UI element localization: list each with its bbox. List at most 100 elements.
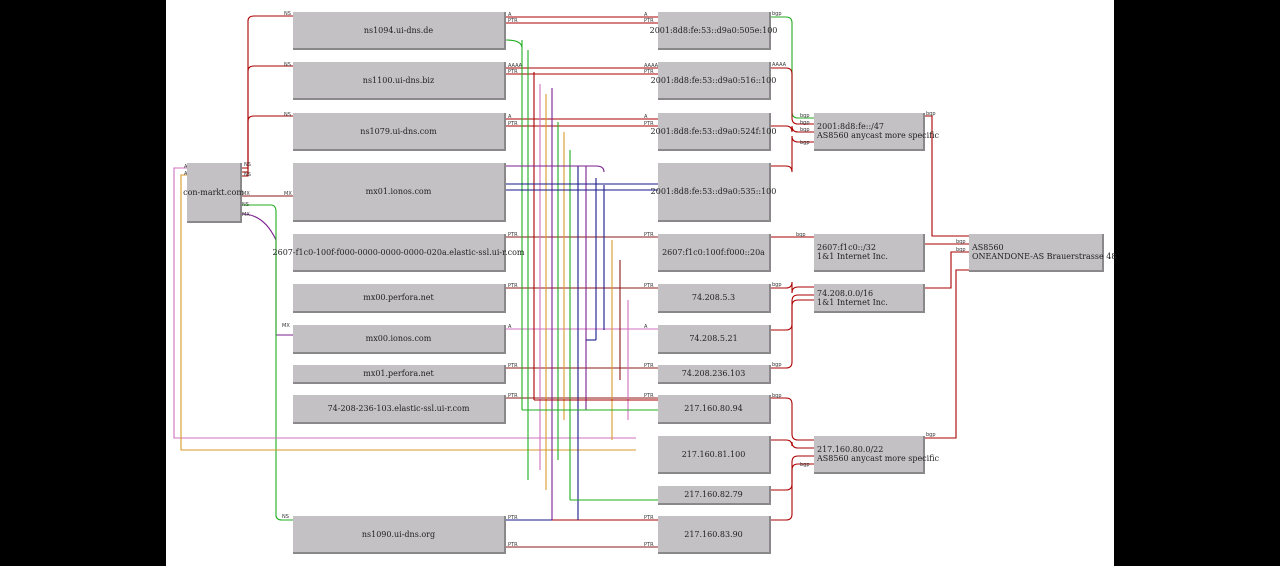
- bgp-edge: [771, 67, 814, 125]
- edge-label: NS: [284, 112, 291, 118]
- edge-label: A: [508, 12, 512, 18]
- nameserver-label: ns1090.ui-dns.org: [361, 529, 436, 539]
- mailserver-node[interactable]: mx00.ionos.com: [293, 325, 506, 354]
- nameserver-label: ns1100.ui-dns.biz: [362, 75, 435, 85]
- ns-edge: [242, 65, 293, 173]
- bgp-edge: [771, 397, 814, 441]
- bgp-edge: [771, 16, 814, 119]
- mx-edge: [241, 213, 293, 336]
- mailserver-node[interactable]: mx01.ionos.com: [293, 163, 506, 222]
- nameserver-node[interactable]: ns1100.ui-dns.biz: [293, 62, 506, 100]
- address-label: 2001:8d8:fe:53::d9a0:524f:100: [650, 126, 777, 136]
- address-node[interactable]: 74.208.5.3: [658, 284, 771, 313]
- edge-label: A: [184, 164, 188, 170]
- nameserver-node[interactable]: ns1079.ui-dns.com: [293, 113, 506, 151]
- address-node[interactable]: 2607:f1c0:100f:f000::20a: [658, 234, 771, 272]
- asn-edge: [925, 115, 969, 237]
- edge-label: MX: [242, 191, 250, 197]
- address-node[interactable]: 2001:8d8:fe:53::d9a0:524f:100: [651, 113, 777, 151]
- edge-label: PTR: [644, 232, 654, 238]
- host-node[interactable]: 74-208-236-103.elastic-ssl.ui-r.com: [293, 395, 506, 424]
- edge-label: NS: [282, 514, 289, 520]
- edge-label: PTR: [508, 542, 518, 548]
- ns-edge: [242, 204, 293, 521]
- edge-label: NS: [242, 202, 249, 208]
- edge-label: bgp: [772, 393, 782, 399]
- edge-label: bgp: [926, 432, 936, 438]
- edge-label: bgp: [800, 462, 810, 468]
- address-node[interactable]: 217.160.82.79: [658, 486, 771, 505]
- edge-label: PTR: [644, 515, 654, 521]
- edge-label: bgp: [800, 127, 810, 133]
- address-node[interactable]: 2001:8d8:fe:53::d9a0:516::100: [651, 62, 776, 100]
- bgp-edge: [771, 439, 814, 449]
- edge-label: bgp: [956, 247, 966, 253]
- edge-label: MX: [282, 323, 290, 329]
- prefix-line1: 2001:8d8:fe::/47: [817, 122, 885, 131]
- address-node[interactable]: 2001:8d8:fe:53::d9a0:535::100: [651, 163, 776, 222]
- prefix-line1: 74.208.0.0/16: [817, 288, 874, 298]
- a-edge: [173, 167, 636, 439]
- edge-label: PTR: [508, 18, 518, 24]
- asn-edge: [925, 251, 969, 289]
- nameserver-node[interactable]: ns1090.ui-dns.org: [293, 516, 506, 554]
- edge-label: NS: [244, 172, 251, 178]
- edge-label: PTR: [644, 363, 654, 369]
- host-node[interactable]: 2607-f1c0-100f-f000-0000-0000-0000-020a.…: [273, 234, 524, 272]
- edge-line: [505, 39, 523, 49]
- edge-label: MX: [242, 212, 250, 218]
- asn-line2: ONEANDONE-AS Brauerstrasse 48: [972, 252, 1117, 261]
- edge-label: AAAA: [772, 62, 787, 68]
- edge-label: NS: [284, 62, 291, 68]
- nameserver-node[interactable]: ns1094.ui-dns.de: [293, 12, 506, 50]
- prefix-line2: 1&1 Internet Inc.: [817, 252, 888, 261]
- edge-label: PTR: [644, 69, 654, 75]
- a-edge: [180, 174, 636, 451]
- edge-label: bgp: [772, 11, 782, 17]
- edge-label: A: [644, 324, 648, 330]
- bgp-edge: [771, 135, 814, 173]
- asn-line1: AS8560: [972, 243, 1004, 252]
- address-node[interactable]: 2001:8d8:fe:53::d9a0:505e:100: [650, 12, 777, 50]
- prefix-line2: AS8560 anycast more specific: [817, 131, 940, 140]
- edge-label: PTR: [644, 18, 654, 24]
- address-label: 217.160.83.90: [684, 529, 743, 539]
- edge-label: PTR: [644, 542, 654, 548]
- address-label: 217.160.81.100: [681, 449, 746, 459]
- address-node[interactable]: 217.160.81.100: [658, 436, 771, 474]
- edge-label: PTR: [508, 69, 518, 75]
- address-label: 2001:8d8:fe:53::d9a0:505e:100: [649, 25, 778, 35]
- prefix-line2: AS8560 anycast more specific: [817, 454, 940, 463]
- edge-label: PTR: [644, 121, 654, 127]
- address-label: 2607:f1c0:100f:f000::20a: [662, 247, 765, 257]
- edge-label: bgp: [926, 111, 936, 117]
- domain-node[interactable]: con-markt.com: [183, 163, 244, 223]
- host-label: 74-208-236-103.elastic-ssl.ui-r.com: [327, 404, 470, 413]
- nameserver-label: ns1094.ui-dns.de: [363, 25, 434, 35]
- asn-edge: [925, 269, 969, 439]
- mailserver-node[interactable]: mx00.perfora.net: [293, 284, 506, 313]
- edge-label: A: [644, 114, 648, 120]
- address-label: 74.208.5.3: [691, 293, 736, 302]
- address-node[interactable]: 217.160.83.90: [658, 516, 771, 554]
- address-node[interactable]: 74.208.5.21: [658, 325, 771, 354]
- address-node[interactable]: 74.208.236.103: [658, 365, 771, 384]
- mailserver-node[interactable]: mx01.perfora.net: [293, 365, 506, 384]
- nameserver-label: ns1079.ui-dns.com: [360, 126, 437, 136]
- bgp-edge: [771, 463, 814, 521]
- mailserver-label: mx00.perfora.net: [363, 293, 434, 302]
- address-label: 74.208.5.21: [689, 334, 738, 343]
- address-label: 74.208.236.103: [681, 369, 746, 378]
- edge-label: PTR: [508, 393, 518, 399]
- edge-label: AAAA: [508, 63, 523, 69]
- prefix-line1: 2607:f1c0::/32: [817, 243, 876, 252]
- edge-label: PTR: [508, 121, 518, 127]
- address-label: 2001:8d8:fe:53::d9a0:535::100: [650, 187, 777, 196]
- address-node[interactable]: 217.160.80.94: [658, 395, 771, 424]
